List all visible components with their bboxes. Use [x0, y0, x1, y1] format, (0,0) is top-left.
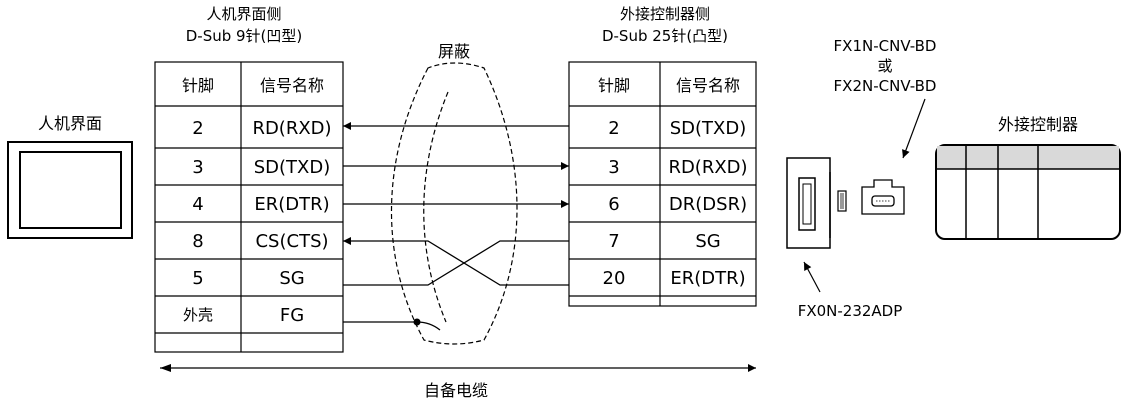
hmi-row: 外壳 FG	[183, 305, 304, 326]
adapter-label-1: FX1N-CNV-BD	[834, 37, 937, 55]
controller-connector-label: D-Sub 25针(凸型)	[602, 27, 728, 45]
module-label: FX0N-232ADP	[798, 302, 903, 320]
plc-device-icon	[935, 144, 1121, 240]
wire-er-to-cs	[343, 237, 569, 286]
shield-label: 屏蔽	[438, 42, 470, 61]
controller-row: 7 SG	[608, 231, 720, 252]
controller-signal: RD(RXD)	[668, 157, 747, 178]
controller-row: 20 ER(DTR)	[603, 268, 746, 289]
controller-pin: 7	[608, 231, 619, 252]
controller-row: 2 SD(TXD)	[608, 118, 746, 139]
module-pointer	[803, 261, 821, 293]
fg-junction-dot	[413, 318, 421, 326]
controller-pin: 3	[608, 157, 619, 178]
adapter-label-or: 或	[877, 57, 892, 75]
controller-pin: 20	[603, 268, 626, 289]
hmi-row: 4 ER(DTR)	[192, 194, 329, 215]
controller-col-signal: 信号名称	[676, 76, 740, 95]
hmi-signal: SD(TXD)	[254, 157, 331, 178]
hmi-title: 人机界面	[38, 114, 102, 133]
hmi-signal: FG	[280, 305, 304, 326]
hmi-row: 5 SG	[192, 268, 304, 289]
hmi-col-signal: 信号名称	[260, 76, 324, 95]
controller-pin: 6	[608, 194, 619, 215]
controller-col-pin: 针脚	[598, 76, 630, 95]
hmi-signal: ER(DTR)	[254, 194, 329, 215]
hmi-signal: RD(RXD)	[252, 118, 331, 139]
controller-pin: 2	[608, 118, 619, 139]
controller-pin-table	[568, 61, 757, 307]
shield-outline	[390, 62, 518, 345]
controller-row: 6 DR(DSR)	[608, 194, 747, 215]
wire-fg-shield	[343, 321, 441, 331]
hmi-signal: CS(CTS)	[255, 231, 328, 252]
controller-signal: ER(DTR)	[670, 268, 745, 289]
hmi-side-title: 人机界面侧	[206, 5, 281, 23]
hmi-device-icon	[7, 141, 133, 239]
hmi-signal: SG	[279, 268, 304, 289]
controller-signal: SG	[695, 231, 720, 252]
controller-side-title: 外接控制器侧	[620, 5, 710, 23]
signal-wires	[343, 122, 569, 331]
hmi-pin-table	[154, 61, 344, 353]
hmi-pin: 3	[192, 157, 203, 178]
controller-row: 3 RD(RXD)	[608, 157, 747, 178]
hmi-connector-label: D-Sub 9针(凹型)	[186, 27, 303, 45]
fx0n-232adp-module-icon	[786, 157, 847, 249]
cable-label: 自备电缆	[424, 381, 488, 400]
wire-sg-to-sg	[343, 240, 569, 286]
hmi-row: 3 SD(TXD)	[192, 157, 330, 178]
controller-signal: SD(TXD)	[670, 118, 747, 139]
hmi-pin: 外壳	[183, 306, 213, 324]
hmi-pin: 4	[192, 194, 203, 215]
plc-label: 外接控制器	[998, 115, 1078, 134]
cable-arrow-left-head	[160, 364, 171, 372]
hmi-pin: 5	[192, 268, 203, 289]
hmi-row: 2 RD(RXD)	[192, 118, 331, 139]
adapter-pointer	[902, 98, 926, 159]
hmi-col-pin: 针脚	[182, 76, 214, 95]
hmi-pin: 2	[192, 118, 203, 139]
hmi-row: 8 CS(CTS)	[192, 231, 328, 252]
controller-signal: DR(DSR)	[669, 194, 747, 215]
adapter-label-2: FX2N-CNV-BD	[834, 77, 937, 95]
cnv-bd-connector-icon	[861, 179, 905, 215]
hmi-pin: 8	[192, 231, 203, 252]
